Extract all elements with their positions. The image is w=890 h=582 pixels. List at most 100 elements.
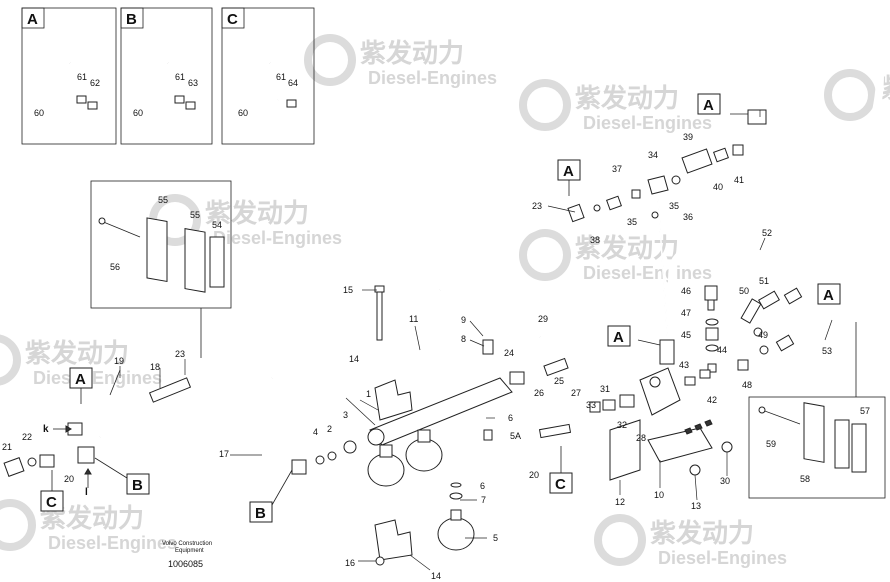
svg-text:36: 36 bbox=[683, 212, 693, 222]
callout-b-2: B bbox=[249, 469, 293, 523]
svg-text:61: 61 bbox=[175, 72, 185, 82]
bolt-part bbox=[376, 289, 383, 341]
fitting-part bbox=[509, 371, 525, 385]
svg-text:61: 61 bbox=[276, 72, 286, 82]
svg-text:33: 33 bbox=[586, 400, 596, 410]
svg-text:60: 60 bbox=[34, 108, 44, 118]
svg-text:Diesel-Engines: Diesel-Engines bbox=[583, 263, 712, 283]
svg-text:32: 32 bbox=[617, 420, 627, 430]
detail-box-a-label: A bbox=[27, 11, 38, 28]
svg-text:30: 30 bbox=[720, 476, 730, 486]
svg-text:13: 13 bbox=[691, 501, 701, 511]
svg-text:44: 44 bbox=[717, 345, 727, 355]
svg-text:59: 59 bbox=[766, 439, 776, 449]
svg-text:17: 17 bbox=[219, 449, 229, 459]
fitting-part bbox=[704, 285, 718, 301]
svg-text:63: 63 bbox=[188, 78, 198, 88]
watermark-logo: 紫发动力 Diesel-Engines bbox=[304, 34, 497, 88]
svg-text:紫发动力: 紫发动力 bbox=[575, 83, 679, 113]
svg-text:5A: 5A bbox=[510, 431, 521, 441]
svg-text:64: 64 bbox=[288, 78, 298, 88]
tie-block-part bbox=[185, 101, 196, 110]
svg-text:53: 53 bbox=[822, 346, 832, 356]
svg-text:57: 57 bbox=[860, 406, 870, 416]
svg-text:Diesel-Engines: Diesel-Engines bbox=[368, 68, 497, 88]
svg-text:47: 47 bbox=[681, 308, 691, 318]
svg-text:58: 58 bbox=[800, 474, 810, 484]
svg-text:55: 55 bbox=[190, 210, 200, 220]
svg-text:23: 23 bbox=[532, 201, 542, 211]
coupling-part bbox=[681, 148, 713, 174]
svg-text:61: 61 bbox=[77, 72, 87, 82]
accumulator-part bbox=[367, 444, 405, 487]
svg-text:Diesel-Engines: Diesel-Engines bbox=[48, 533, 177, 553]
svg-text:14: 14 bbox=[431, 571, 441, 581]
svg-text:18: 18 bbox=[150, 362, 160, 372]
clamp-detail-inset-left: 55 55 54 56 bbox=[90, 180, 232, 358]
svg-text:39: 39 bbox=[683, 132, 693, 142]
document-number: 1006085 bbox=[168, 559, 203, 569]
svg-text:38: 38 bbox=[590, 235, 600, 245]
manifold-assembly bbox=[367, 285, 513, 561]
svg-text:2: 2 bbox=[327, 424, 332, 434]
tee-fitting-part bbox=[647, 175, 669, 195]
svg-text:52: 52 bbox=[762, 228, 772, 238]
svg-text:6: 6 bbox=[508, 413, 513, 423]
fittings-top bbox=[567, 109, 767, 223]
svg-text:25: 25 bbox=[554, 376, 564, 386]
svg-text:31: 31 bbox=[600, 384, 610, 394]
watermark-logo: 紫发动力 Diesel-Engines bbox=[519, 229, 712, 283]
svg-text:34: 34 bbox=[648, 150, 658, 160]
svg-text:4: 4 bbox=[313, 427, 318, 437]
watermark-logo: 紫发动力 Diesel-Engines bbox=[0, 334, 162, 388]
watermark-layer: 紫发动力 Diesel-Engines 紫发动力 Diesel-Engines … bbox=[0, 34, 890, 568]
arrow-right-icon bbox=[65, 425, 72, 433]
svg-text:1: 1 bbox=[366, 389, 371, 399]
detail-box-c: C 60 61 64 bbox=[221, 7, 315, 145]
callout-a-4: A bbox=[607, 325, 631, 347]
svg-text:45: 45 bbox=[681, 330, 691, 340]
callout-a-5: A bbox=[69, 367, 93, 404]
svg-text:26: 26 bbox=[534, 388, 544, 398]
arrow-up-icon bbox=[84, 468, 92, 475]
svg-text:A: A bbox=[703, 97, 714, 114]
clip-part bbox=[609, 419, 641, 481]
svg-text:l: l bbox=[85, 487, 88, 498]
elbow-part bbox=[3, 457, 25, 477]
svg-text:紫发动力: 紫发动力 bbox=[880, 73, 890, 103]
svg-text:20: 20 bbox=[64, 474, 74, 484]
svg-text:紫发动力: 紫发动力 bbox=[205, 198, 309, 228]
detail-box-b: B 60 61 63 bbox=[120, 7, 213, 145]
accumulator-part bbox=[437, 509, 475, 551]
svg-text:16: 16 bbox=[345, 558, 355, 568]
detail-box-c-label: C bbox=[227, 11, 238, 28]
watermark-logo: 紫发动力 Diesel-Engines bbox=[519, 79, 712, 133]
svg-text:15: 15 bbox=[343, 285, 353, 295]
svg-text:37: 37 bbox=[612, 164, 622, 174]
svg-text:62: 62 bbox=[90, 78, 100, 88]
svg-text:42: 42 bbox=[707, 395, 717, 405]
svg-text:紫发动力: 紫发动力 bbox=[25, 338, 129, 368]
part-labels: 1 2 3 4 5 5A 6 6 7 8 9 10 11 12 13 14 14… bbox=[2, 132, 832, 581]
watermark-logo: 紫发动力 Diesel-Engines bbox=[594, 514, 787, 568]
svg-text:54: 54 bbox=[212, 220, 222, 230]
valve-block-part bbox=[639, 367, 681, 416]
clamp-half-part bbox=[803, 402, 825, 463]
svg-text:B: B bbox=[132, 477, 143, 494]
svg-text:Volvo Construction: Volvo Construction bbox=[162, 541, 212, 547]
fittings-left bbox=[3, 357, 601, 566]
hose-end-part bbox=[659, 339, 675, 365]
clamp-half-part bbox=[146, 217, 168, 283]
svg-text:27: 27 bbox=[571, 388, 581, 398]
svg-text:Diesel-Engines: Diesel-Engines bbox=[583, 113, 712, 133]
callout-a-3: A bbox=[817, 283, 841, 305]
svg-text:23: 23 bbox=[175, 349, 185, 359]
callout-a-1: A bbox=[557, 159, 581, 196]
svg-text:48: 48 bbox=[742, 380, 752, 390]
svg-text:9: 9 bbox=[461, 315, 466, 325]
mounting-plate-part bbox=[647, 427, 713, 463]
washer-part bbox=[721, 441, 733, 453]
valve-block-assembly bbox=[609, 367, 733, 481]
hose-end-part bbox=[77, 446, 95, 464]
svg-text:29: 29 bbox=[538, 314, 548, 324]
